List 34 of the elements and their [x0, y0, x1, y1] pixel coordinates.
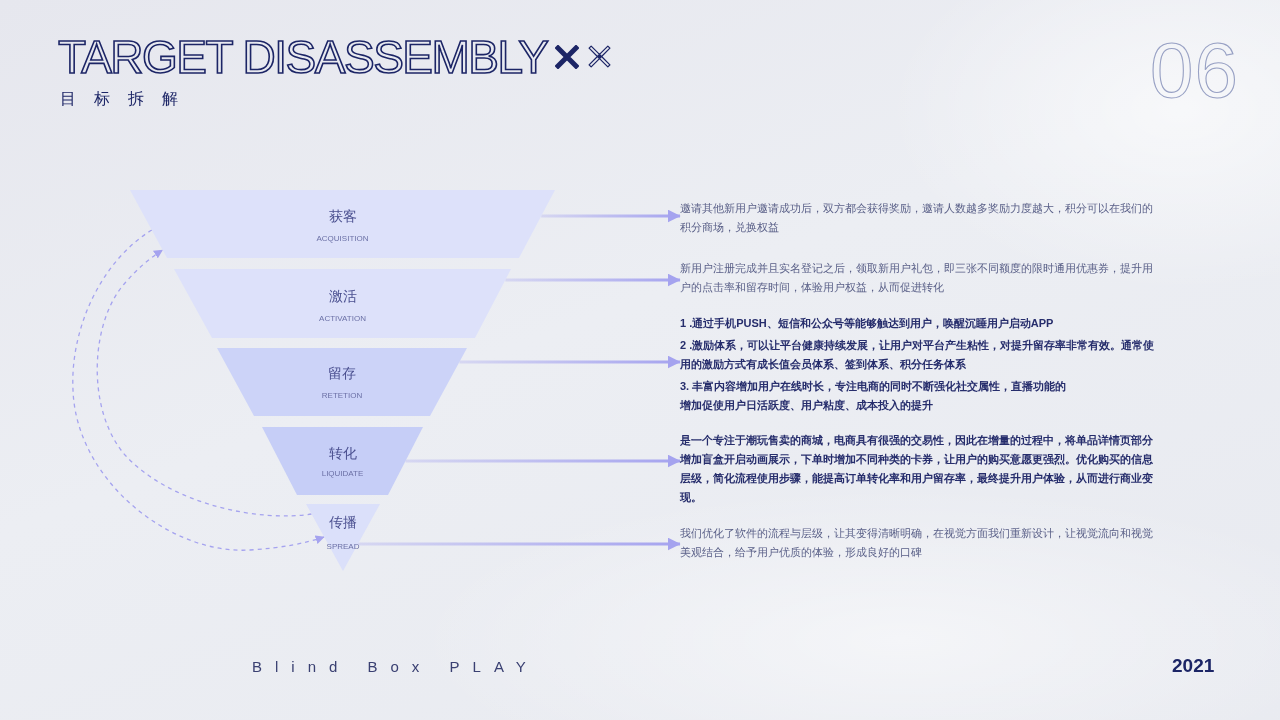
description-text: 是一个专注于潮玩售卖的商城，电商具有很强的交易性，因此在增量的过程中，将单品详情页部分增加盲盒开启动画展示，下单时增加不同种类的卡券，让用户的购买意愿更强烈。优化购买的信息层级，简化流程使用步骤，能提高订单转化率和用户留存率，最终提升用户体验，从而进行商业变现。 — [680, 431, 1155, 507]
numbered-point: 1 .通过手机PUSH、短信和公众号等能够触达到用户，唤醒沉睡用户启动APP — [680, 316, 1055, 331]
arrow — [541, 209, 681, 223]
stage-name: 获客 — [328, 207, 357, 225]
numbered-point: 2 .激励体系，可以让平台健康持续发展，让用户对平台产生粘性，对提升留存率非常有效。通常使用的激励方式有成长值会员体系、签到体系、积分任务体系 — [680, 338, 1155, 372]
dashed-arrow — [96, 249, 313, 517]
subtitle: 目标拆解 — [60, 91, 196, 107]
description-text: 我们优化了软件的流程与层级，让其变得清晰明确，在视觉方面我们重新设计，让视觉流向和视觉美观结合，给予用户优质的体验，形成良好的口碑 — [680, 524, 1155, 562]
description-text: 邀请其他新用户邀请成功后，双方都会获得奖励，邀请人数越多奖励力度越大，积分可以在我们的积分商场，兑换权益 — [680, 199, 1155, 237]
description-text: 新用户注册完成并且实名登记之后，领取新用户礼包，即三张不同额度的限时通用优惠券，提升用户的点击率和留存时间，体验用户权益，从而促进转化 — [680, 259, 1155, 297]
funnel-stage — [306, 504, 380, 571]
arrow — [405, 454, 681, 468]
stage-name: 激活 — [328, 287, 357, 305]
arrow — [459, 355, 681, 369]
page-number: 06 — [1150, 31, 1239, 109]
stage-subtitle: RETETION — [321, 391, 363, 401]
page-title: TARGET DISASSEMBLY — [58, 34, 548, 80]
stage-subtitle: ACQUISITION — [316, 234, 369, 244]
funnel-stage — [174, 269, 511, 338]
stage-name: 传播 — [329, 513, 357, 531]
stage-subtitle: ACTIVATION — [319, 314, 366, 324]
funnel-stage — [217, 348, 467, 416]
stage-subtitle: SPREAD — [326, 542, 360, 552]
stage-subtitle: LIQUIDATE — [321, 469, 364, 479]
numbered-point: 3. 丰富内容增加用户在线时长，专注电商的同时不断强化社交属性，直播功能的增加促使用户日活跃度、用户粘度、成本投入的提升 — [680, 379, 1068, 413]
arrow — [357, 537, 681, 551]
footer-tagline: Blind Box PLAY — [252, 659, 539, 674]
year-text: 2021 — [1172, 656, 1215, 675]
dashed-arrow — [72, 229, 325, 551]
funnel-stage — [262, 427, 423, 495]
funnel-stage — [130, 190, 555, 258]
stage-name: 留存 — [328, 364, 356, 382]
stage-name: 转化 — [328, 444, 357, 462]
arrow — [505, 273, 681, 287]
